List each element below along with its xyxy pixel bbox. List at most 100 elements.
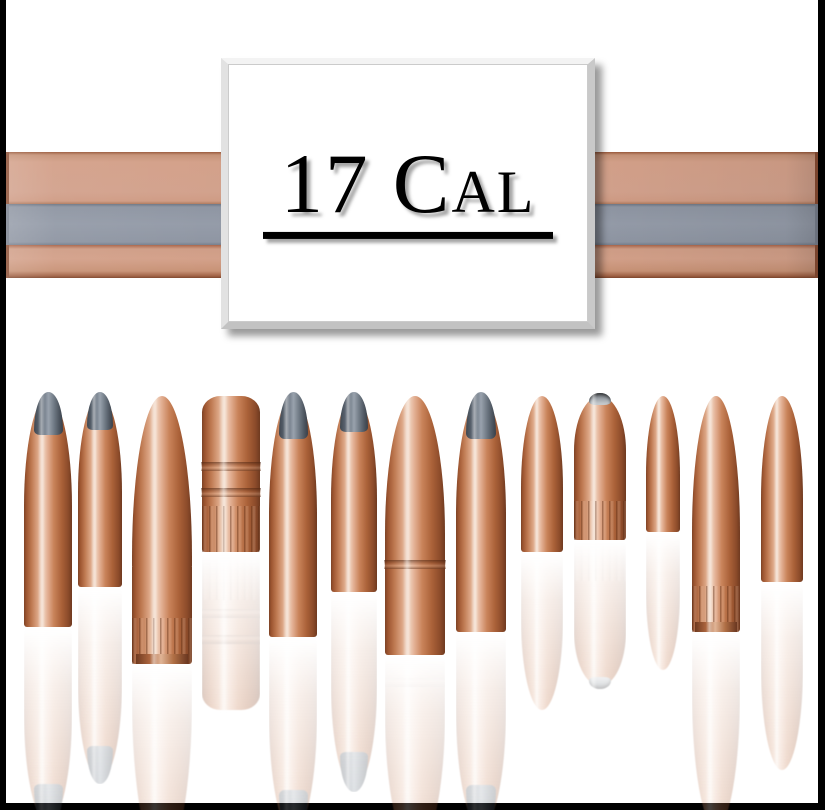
bullet-ogive	[692, 680, 740, 810]
bullet-ogive	[385, 701, 445, 810]
bullet-body	[456, 392, 506, 632]
bullet-ogive	[521, 610, 563, 710]
bullet-ogive	[761, 658, 803, 770]
bullet-body	[692, 392, 740, 632]
bullet-reflection	[78, 589, 122, 784]
bullet-lead-tip	[466, 785, 496, 810]
bullet-reflection	[521, 554, 563, 714]
bullet-shank	[269, 522, 317, 637]
bullet-shank	[521, 554, 563, 614]
bullet-hollow-point-cavity	[589, 393, 611, 405]
bullet-ogive	[521, 396, 563, 496]
bullet-boat-tail	[694, 622, 738, 632]
bullet-shank	[574, 470, 626, 540]
bullet-specular-highlight	[589, 542, 597, 690]
bullet-soft-point-mid-spitzer	[331, 392, 377, 792]
bullet-specular-highlight	[91, 589, 98, 784]
bullet-base-serrations	[202, 506, 260, 552]
bullet-cannelure	[201, 635, 261, 644]
bullet-reflection	[201, 554, 261, 714]
bullet-lead-tip	[340, 392, 368, 432]
bullet-lead-tip	[466, 392, 496, 439]
bullet-lineup	[6, 330, 818, 810]
border-bottom	[0, 803, 825, 810]
bullet-ogive	[385, 396, 445, 546]
bullet-medium-spitzer	[761, 392, 803, 782]
bullet-shank	[78, 497, 122, 587]
bullet-body	[761, 392, 803, 582]
bullet-body	[384, 392, 446, 655]
bullet-shank	[456, 522, 506, 632]
border-left	[0, 0, 6, 810]
bullet-ogive	[132, 685, 192, 810]
bullet-body	[574, 392, 626, 540]
bullet-hollow-point-cavity	[589, 677, 611, 689]
bullet-ogive	[202, 396, 260, 458]
bullet-body	[78, 392, 122, 587]
bullet-shank	[646, 534, 680, 588]
bullet-specular-highlight	[219, 554, 228, 714]
bullet-ogive	[202, 648, 260, 710]
title-underline	[263, 232, 553, 240]
bullet-base-serrations	[574, 542, 626, 581]
bullet-shank	[132, 567, 192, 664]
title-card: 17 Cal	[221, 58, 595, 329]
bullet-reflection	[269, 592, 317, 810]
bullet-cannelure	[201, 609, 261, 618]
bullet-body	[269, 392, 317, 637]
bullet-short-spitzer	[646, 392, 680, 732]
bullet-base-serrations	[574, 501, 626, 540]
bullet-shank	[646, 478, 680, 532]
bullet-cannelured-spitzer	[384, 392, 446, 810]
bullet-soft-point-tall-spitzer	[269, 392, 317, 810]
bullet-lead-tip	[34, 392, 63, 435]
bullet-shank	[78, 589, 122, 679]
bullet-soft-point-short-spitzer	[78, 392, 122, 787]
bullet-reflection	[132, 592, 192, 810]
bullet-lead-tip	[279, 790, 308, 810]
bullet-ogive	[24, 703, 72, 810]
bullet-lead-tip	[34, 784, 63, 810]
bullet-cannelure	[384, 678, 446, 687]
bullet-ogive	[132, 396, 192, 571]
bullet-ogive	[456, 698, 506, 810]
bullet-shank	[761, 504, 803, 582]
bullet-shank	[202, 554, 260, 652]
bullet-lead-tip	[87, 746, 113, 784]
bullet-hollow-point-flat	[574, 392, 626, 740]
bullet-lead-tip	[87, 392, 113, 430]
bullet-body	[646, 392, 680, 532]
bullet-body	[201, 392, 261, 552]
bullet-reflection	[692, 592, 740, 810]
title-card-inner: 17 Cal	[228, 136, 588, 240]
bullet-reflection	[761, 584, 803, 774]
bullet-lead-tip	[340, 752, 368, 792]
bullet-ogive	[331, 676, 377, 788]
bullet-shank	[385, 542, 445, 655]
bullet-base-serrations	[202, 554, 260, 600]
page-title: 17 Cal	[280, 136, 536, 231]
bullet-ogive	[574, 396, 626, 474]
bullet-ogive	[646, 396, 680, 482]
border-right	[818, 0, 825, 810]
bullet-tall-boat-tail	[692, 392, 740, 810]
bullet-reflection	[574, 542, 626, 690]
bullet-specular-highlight	[656, 534, 661, 674]
bullet-ogive	[761, 396, 803, 508]
bullet-body	[24, 392, 72, 627]
bullet-cannelure	[201, 488, 261, 497]
bullet-reflection	[331, 592, 377, 792]
bullet-shank	[574, 542, 626, 612]
bullet-shank	[331, 504, 377, 592]
bullet-shank	[24, 512, 72, 627]
bullet-reflection	[646, 534, 680, 674]
bullet-lead-tip	[279, 392, 308, 439]
bullet-shank	[692, 540, 740, 632]
bullet-body	[331, 392, 377, 592]
bullet-flat-nose-banded	[201, 392, 261, 752]
bullet-cannelure	[201, 462, 261, 471]
bullet-shank	[331, 592, 377, 680]
bullet-soft-point-long-spitzer	[456, 392, 506, 810]
bullet-boat-tail	[135, 654, 189, 664]
